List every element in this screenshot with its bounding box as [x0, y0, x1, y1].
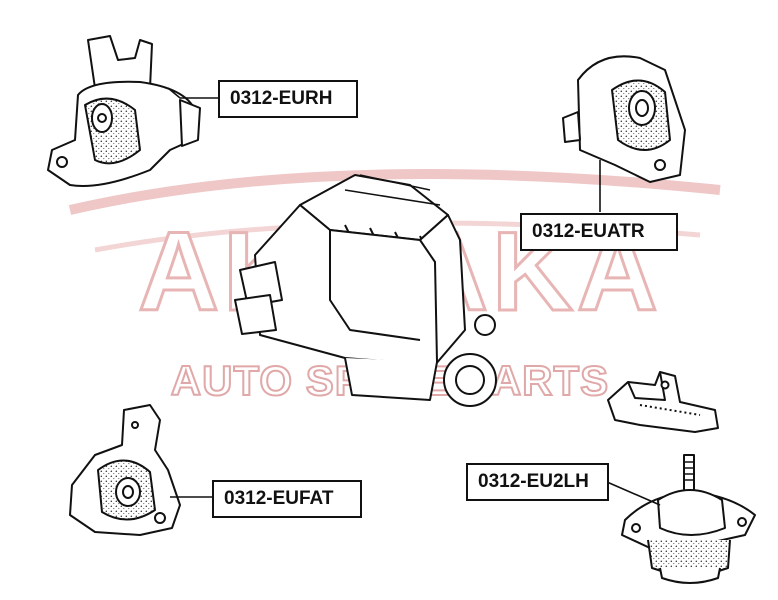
part-number-lh: 0312-EU2LH — [478, 471, 589, 492]
part-illustration-lh — [621, 454, 756, 584]
engine-block-illustration — [234, 174, 497, 407]
part-label-lh: 0312-EU2LH — [466, 463, 609, 501]
part-number-rh: 0312-EURH — [230, 88, 333, 109]
leader-lines — [167, 87, 661, 506]
part-label-rh: 0312-EURH — [218, 80, 358, 118]
part-illustration-rh — [47, 35, 201, 187]
leader-line-rh — [167, 87, 218, 99]
leader-line-lh — [606, 481, 661, 506]
part-label-atr: 0312-EUATR — [520, 213, 678, 251]
part-label-fat: 0312-EUFAT — [212, 480, 362, 518]
part-number-atr: 0312-EUATR — [532, 221, 645, 242]
bracket-illustration — [607, 371, 719, 433]
part-number-fat: 0312-EUFAT — [224, 488, 334, 509]
part-illustration-fat — [69, 404, 181, 536]
part-illustration-atr — [562, 55, 686, 183]
